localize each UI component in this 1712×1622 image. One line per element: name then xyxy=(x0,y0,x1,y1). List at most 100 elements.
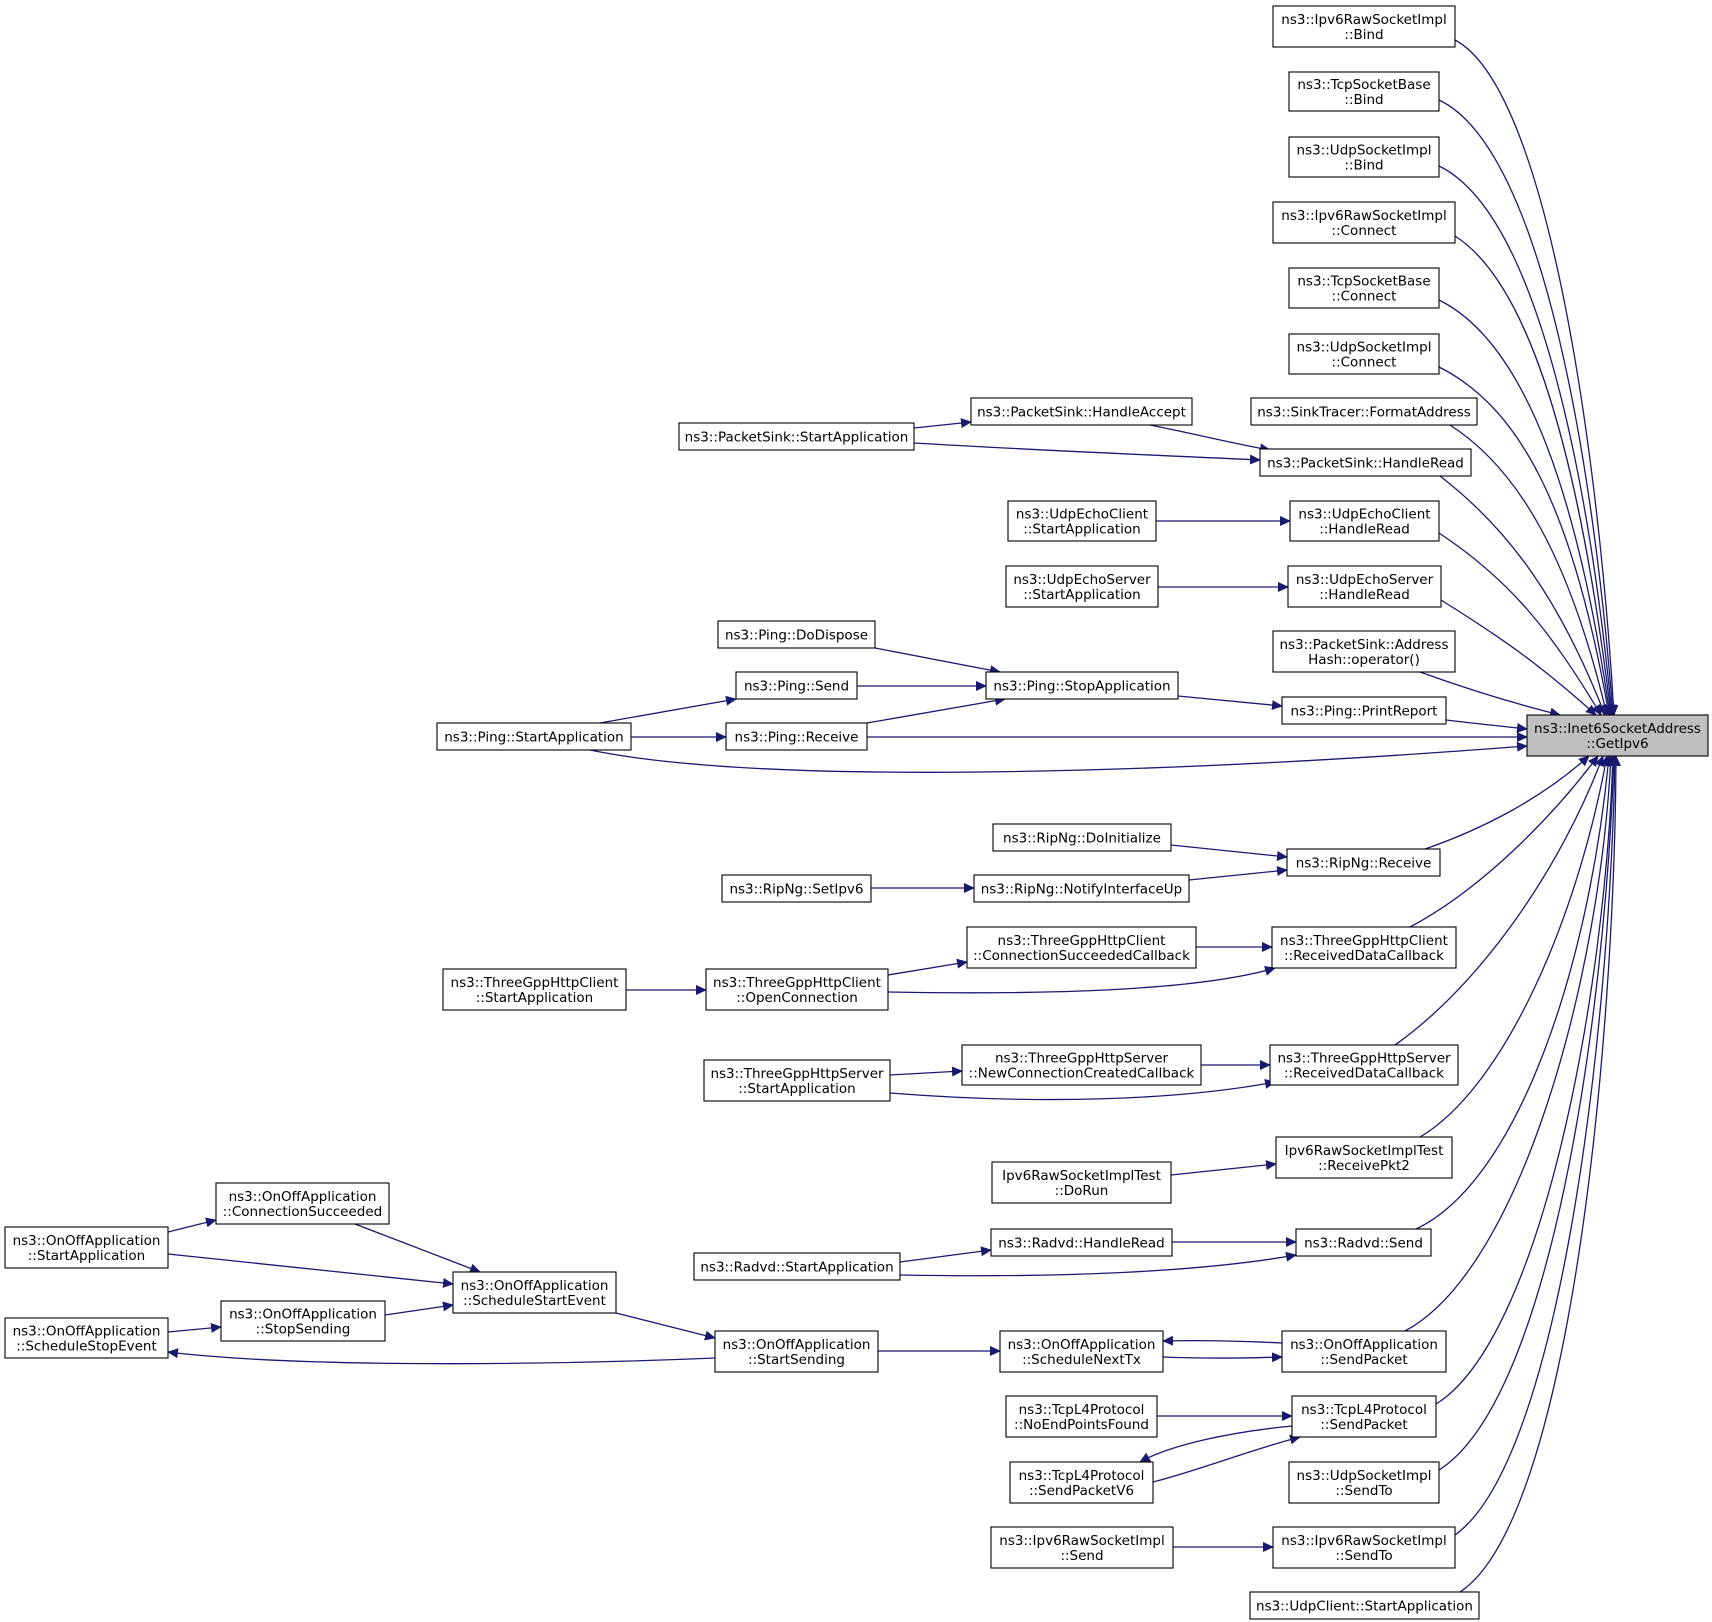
function-node[interactable]: ns3::TcpSocketBase::Bind xyxy=(1288,71,1440,112)
call-edge xyxy=(1438,532,1602,716)
node-label: ::Bind xyxy=(1344,158,1383,174)
node-box xyxy=(442,968,627,1011)
function-node[interactable]: Ipv6RawSocketImplTest::ReceivePkt2 xyxy=(1275,1136,1453,1179)
node-box xyxy=(714,1330,879,1373)
function-node[interactable]: ns3::UdpEchoClient::StartApplication xyxy=(1007,500,1157,542)
node-label: ns3::PacketSink::Address xyxy=(1280,637,1449,653)
function-node[interactable]: ns3::OnOffApplication::StartSending xyxy=(714,1330,879,1373)
node-label: ::ScheduleNextTx xyxy=(1022,1352,1141,1368)
node-label: ::ScheduleStopEvent xyxy=(16,1339,157,1355)
call-edge xyxy=(866,695,1006,724)
function-node[interactable]: ns3::ThreeGppHttpServer::NewConnectionCr… xyxy=(961,1044,1202,1086)
call-edge xyxy=(1170,844,1288,861)
function-node[interactable]: ns3::TcpL4Protocol::NoEndPointsFound xyxy=(1005,1395,1158,1438)
node-box xyxy=(678,422,915,451)
function-node[interactable]: ns3::ThreeGppHttpServer::StartApplicatio… xyxy=(703,1059,891,1102)
function-node[interactable]: ns3::ThreeGppHttpClient::StartApplicatio… xyxy=(442,968,627,1011)
function-node[interactable]: ns3::PacketSink::HandleAccept xyxy=(970,397,1193,426)
call-edge xyxy=(1438,755,1619,1471)
function-node[interactable]: ns3::UdpEchoServer::StartApplication xyxy=(1005,565,1159,608)
function-node[interactable]: ns3::RipNg::DoInitialize xyxy=(992,823,1172,852)
function-node[interactable]: ns3::OnOffApplication::ConnectionSucceed… xyxy=(215,1182,390,1225)
function-node[interactable]: ns3::Ping::DoDispose xyxy=(717,620,876,649)
node-box xyxy=(1005,1395,1158,1438)
function-node[interactable]: ns3::UdpEchoServer::HandleRead xyxy=(1287,565,1442,608)
node-label: Ipv6RawSocketImplTest xyxy=(1285,1143,1444,1159)
node-label: ::Connect xyxy=(1332,355,1397,371)
function-node[interactable]: ns3::TcpSocketBase::Connect xyxy=(1288,267,1440,309)
node-box xyxy=(966,926,1197,969)
function-node[interactable]: ns3::Radvd::Send xyxy=(1295,1228,1432,1257)
function-node[interactable]: ns3::OnOffApplication::SendPacket xyxy=(1281,1330,1447,1373)
function-node[interactable]: ns3::Ipv6RawSocketImpl::Bind xyxy=(1272,5,1456,48)
function-node[interactable]: ns3::Ipv6RawSocketImpl::SendTo xyxy=(1272,1526,1456,1569)
call-edge xyxy=(1438,366,1613,716)
node-box xyxy=(990,1228,1173,1257)
call-edge xyxy=(599,695,737,724)
function-node[interactable]: ns3::TcpL4Protocol::SendPacketV6 xyxy=(1009,1461,1154,1504)
node-box xyxy=(705,968,889,1011)
function-node[interactable]: ns3::OnOffApplication::StartApplication xyxy=(4,1226,169,1269)
function-node[interactable]: ns3::Radvd::HandleRead xyxy=(990,1228,1173,1257)
function-node[interactable]: ns3::ThreeGppHttpClient::ConnectionSucce… xyxy=(966,926,1197,969)
nodes-layer: ns3::Inet6SocketAddress::GetIpv6ns3::Ipv… xyxy=(4,5,1709,1620)
function-node[interactable]: ns3::Ping::PrintReport xyxy=(1281,696,1447,725)
node-label: ns3::PacketSink::HandleRead xyxy=(1267,456,1464,472)
function-node[interactable]: ns3::Ping::Send xyxy=(735,671,858,700)
function-node[interactable]: ns3::RipNg::NotifyInterfaceUp xyxy=(973,874,1190,903)
function-node[interactable]: Ipv6RawSocketImplTest::DoRun xyxy=(991,1161,1172,1204)
function-node[interactable]: ns3::PacketSink::StartApplication xyxy=(678,422,915,451)
node-box xyxy=(1272,630,1456,673)
node-label: ns3::SinkTracer::FormatAddress xyxy=(1257,405,1471,421)
call-edge xyxy=(1454,755,1620,1536)
function-node[interactable]: ns3::Ping::StartApplication xyxy=(436,722,632,751)
function-node[interactable]: ns3::ThreeGppHttpServer::ReceivedDataCal… xyxy=(1269,1044,1459,1086)
node-label: ::SendPacketV6 xyxy=(1029,1483,1134,1499)
function-node[interactable]: ns3::Ping::StopApplication xyxy=(985,671,1179,700)
function-node[interactable]: ns3::UdpSocketImpl::Bind xyxy=(1288,136,1440,178)
function-node[interactable]: ns3::OnOffApplication::ScheduleNextTx xyxy=(999,1330,1164,1373)
function-node[interactable]: ns3::Ipv6RawSocketImpl::Connect xyxy=(1272,201,1456,244)
function-node[interactable]: ns3::TcpL4Protocol::SendPacket xyxy=(1291,1395,1437,1438)
node-label: ::SendTo xyxy=(1335,1483,1392,1499)
function-node[interactable]: ns3::OnOffApplication::ScheduleStopEvent xyxy=(4,1317,169,1359)
node-box xyxy=(985,671,1179,700)
node-label: ::ReceivedDataCallback xyxy=(1284,948,1444,964)
function-node[interactable]: ns3::Ping::Receive xyxy=(725,722,868,751)
node-label: ns3::TcpSocketBase xyxy=(1297,274,1430,290)
function-node[interactable]: ns3::UdpClient::StartApplication xyxy=(1249,1591,1480,1620)
call-edge xyxy=(1139,1425,1293,1463)
call-edge xyxy=(1459,755,1621,1593)
node-label: ns3::Ipv6RawSocketImpl xyxy=(1281,1533,1446,1549)
call-edge xyxy=(889,1078,1276,1101)
function-node[interactable]: ns3::OnOffApplication::StopSending xyxy=(220,1300,386,1342)
node-box xyxy=(1250,397,1478,426)
function-node[interactable]: ns3::RipNg::Receive xyxy=(1286,848,1441,877)
node-label: ns3::Ipv6RawSocketImpl xyxy=(1281,208,1446,224)
function-node[interactable]: ns3::Ipv6RawSocketImpl::Send xyxy=(990,1526,1174,1569)
node-box xyxy=(1009,1461,1154,1504)
call-edge xyxy=(167,1217,217,1233)
node-label: ::ReceivePkt2 xyxy=(1318,1158,1410,1174)
node-label: ns3::Ping::Send xyxy=(744,679,849,695)
function-node[interactable]: ns3::UdpSocketImpl::SendTo xyxy=(1288,1461,1440,1504)
function-node[interactable]: ns3::ThreeGppHttpClient::ReceivedDataCal… xyxy=(1271,926,1457,969)
function-node[interactable]: ns3::ThreeGppHttpClient::OpenConnection xyxy=(705,968,889,1011)
node-label: ns3::Radvd::Send xyxy=(1304,1236,1423,1252)
function-node[interactable]: ns3::UdpEchoClient::HandleRead xyxy=(1289,500,1440,542)
node-label: ns3::TcpL4Protocol xyxy=(1301,1402,1427,1418)
function-node[interactable]: ns3::RipNg::SetIpv6 xyxy=(721,874,872,903)
focus-function-node[interactable]: ns3::Inet6SocketAddress::GetIpv6 xyxy=(1526,714,1709,757)
node-label: ns3::Ping::Receive xyxy=(735,730,859,746)
node-box xyxy=(1007,500,1157,542)
node-box xyxy=(1005,565,1159,608)
function-node[interactable]: ns3::UdpSocketImpl::Connect xyxy=(1288,333,1440,375)
function-node[interactable]: ns3::OnOffApplication::ScheduleStartEven… xyxy=(452,1271,617,1314)
function-node[interactable]: ns3::PacketSink::HandleRead xyxy=(1259,448,1472,477)
function-node[interactable]: ns3::SinkTracer::FormatAddress xyxy=(1250,397,1478,426)
call-edge xyxy=(889,1066,963,1077)
call-edge xyxy=(354,1223,481,1274)
function-node[interactable]: ns3::Radvd::StartApplication xyxy=(693,1252,901,1281)
node-label: ::StartSending xyxy=(748,1352,845,1368)
